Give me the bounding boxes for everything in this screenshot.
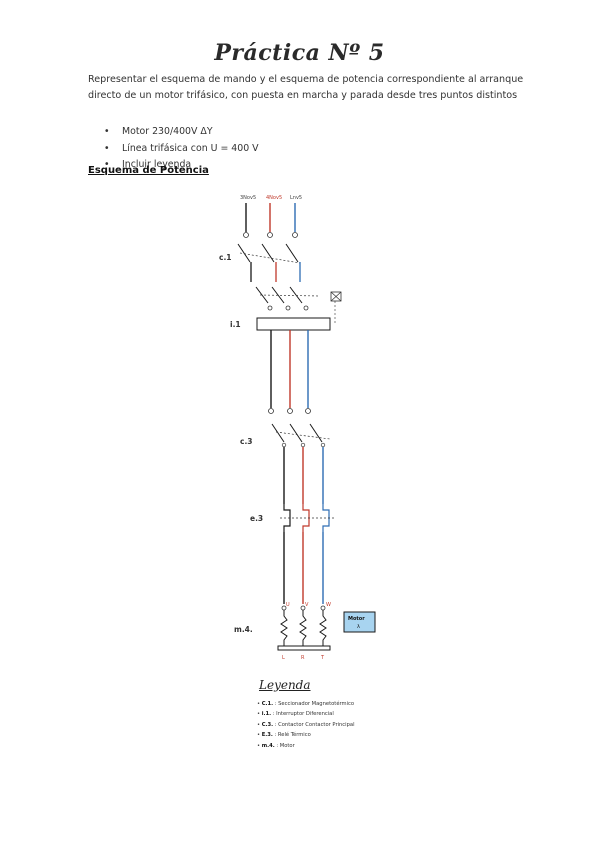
terminal-w: W [326,602,331,608]
requirements-list: Motor 230/400V ΔY Línea trifásica con U … [104,124,259,174]
motor-box-label: Motor [348,616,365,622]
intro-paragraph: Representar el esquema de mando y el esq… [88,74,524,101]
label-m4: m.4. [234,625,253,634]
label-c1: c.1 [219,253,232,262]
terminal-v: V [305,602,309,608]
legend-item: • C.3. : Contactor Contactor Principal [257,721,355,728]
phase-l: L [282,655,285,661]
page-title: Práctica Nº 5 [214,40,385,66]
supply-label-3: Lnv5 [290,195,302,201]
legend-item: • C.1. : Seccionador Magnetotérmico [257,701,355,707]
bullet-legend: Incluir leyenda [104,157,259,174]
bullet-motor: Motor 230/400V ΔY [104,124,259,141]
legend-item: • m.4. : Motor [257,742,295,749]
legend-list: • C.1. : Seccionador Magnetotérmico • i.… [257,699,355,751]
supply-label-1: 3Nov5 [240,195,256,201]
supply-label-2: 4Nov5 [266,195,282,201]
label-e3: e.3 [250,514,263,523]
bullet-line: Línea trifásica con U = 400 V [104,141,259,158]
label-i1: i.1 [230,320,241,329]
legend-title: Leyenda [259,678,311,692]
phase-r: R [301,655,305,661]
legend-item: • i.1. : Interruptor Diferencial [257,711,334,718]
terminal-u: U [286,602,290,608]
legend-item: • E.3. : Relé Térmico [257,732,311,739]
section-title: Esquema de Potencia [88,165,209,176]
phase-t: T [320,655,325,661]
label-c3: c.3 [240,437,253,446]
motor-box-symbol: λ [357,624,360,630]
